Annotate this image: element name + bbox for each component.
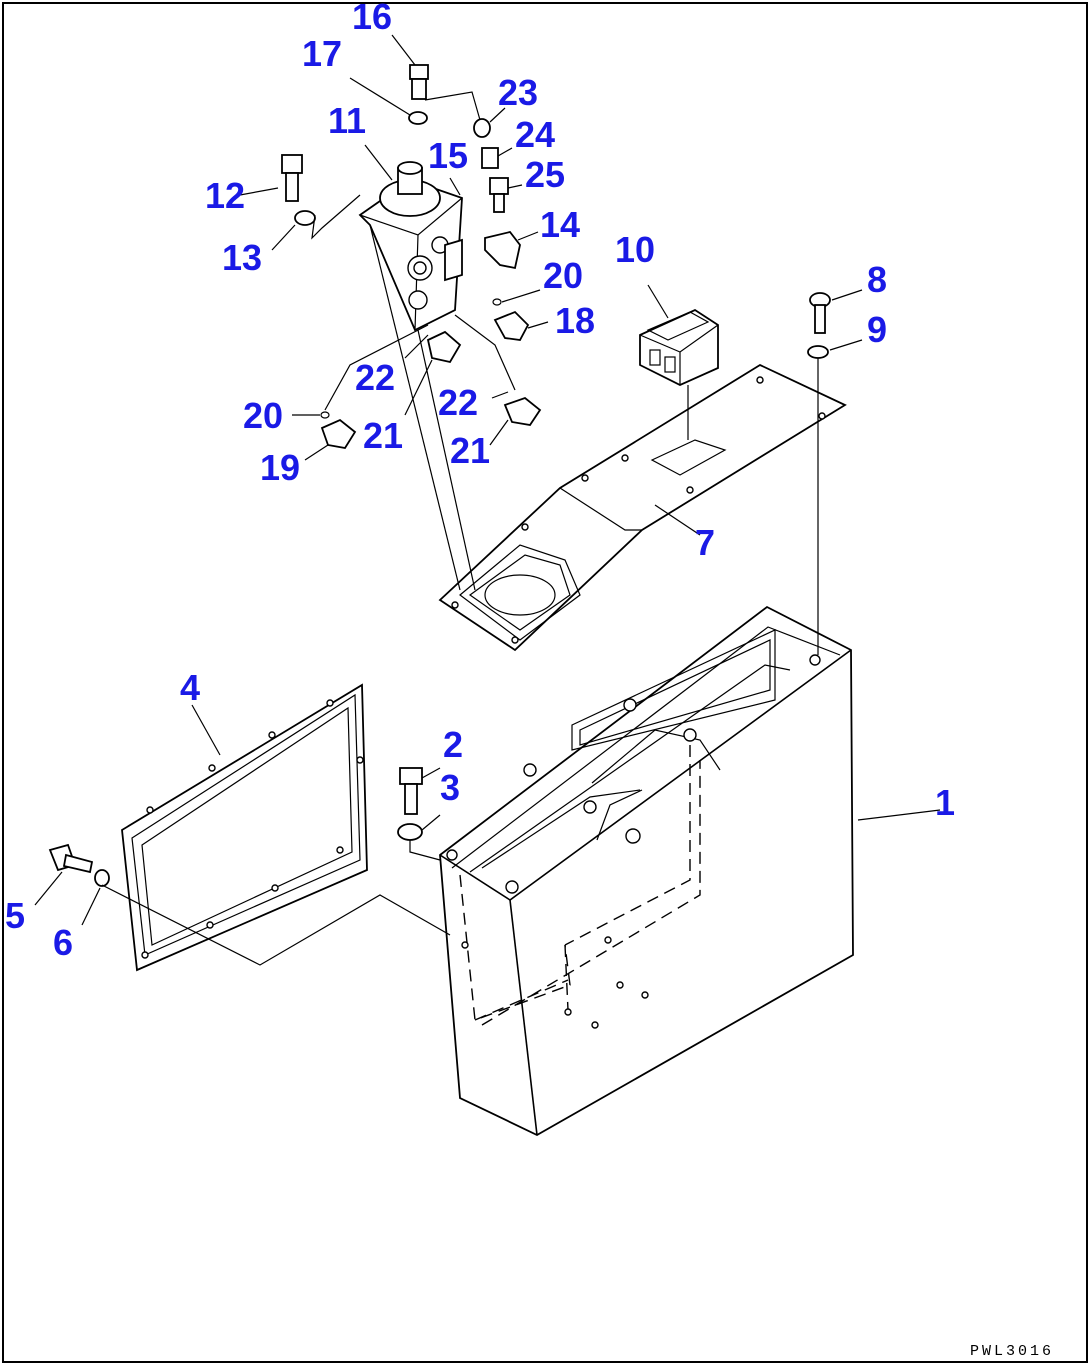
callout-12: 12 [205, 175, 245, 216]
callout-23: 23 [498, 72, 538, 113]
callout-5: 5 [5, 895, 25, 936]
fittings [34, 34, 863, 966]
callout-19: 19 [260, 447, 300, 488]
callout-21-right: 21 [450, 430, 490, 471]
callout-20-right: 20 [543, 255, 583, 296]
top-plate [438, 363, 847, 652]
callout-18: 18 [555, 300, 595, 341]
callout-22-left: 22 [355, 357, 395, 398]
callout-2: 2 [443, 724, 463, 765]
callout-15: 15 [428, 135, 468, 176]
box-housing [439, 605, 941, 1137]
callout-16: 16 [352, 0, 392, 37]
callout-11: 11 [328, 100, 366, 141]
callout-3: 3 [440, 767, 460, 808]
callout-13: 13 [222, 237, 262, 278]
callout-24: 24 [515, 114, 555, 155]
callout-22-right: 22 [438, 382, 478, 423]
callout-14: 14 [540, 204, 580, 245]
drawing-code: PWL3016 [970, 1343, 1054, 1360]
callout-10: 10 [615, 229, 655, 270]
cover-plate [121, 683, 368, 972]
callout-17: 17 [302, 33, 342, 74]
switch-unit [639, 284, 719, 440]
valve-assembly [358, 144, 476, 591]
callout-25: 25 [525, 154, 565, 195]
callout-7: 7 [695, 522, 715, 563]
callout-21-left: 21 [363, 415, 403, 456]
callout-labels: 1 2 3 4 5 6 7 8 9 10 11 12 13 14 15 16 1… [5, 0, 955, 963]
callout-6: 6 [53, 922, 73, 963]
callout-20-left: 20 [243, 395, 283, 436]
callout-4: 4 [180, 667, 200, 708]
callout-1: 1 [935, 782, 955, 823]
callout-9: 9 [867, 309, 887, 350]
callout-8: 8 [867, 259, 887, 300]
